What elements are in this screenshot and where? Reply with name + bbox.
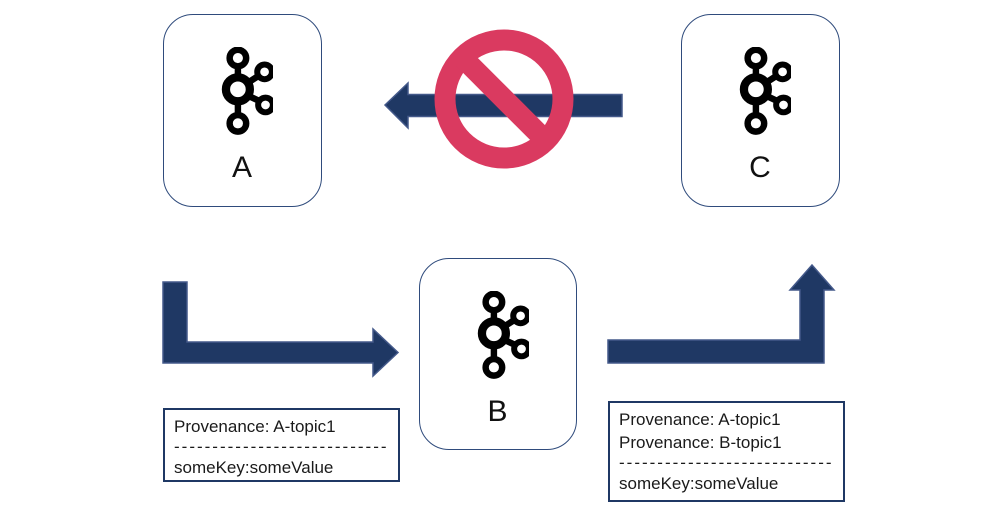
provenance-note-a: Provenance: A-topic1 -------------------…: [163, 408, 400, 482]
provenance-line: Provenance: B-topic1: [619, 433, 782, 452]
provenance-note-ab: Provenance: A-topic1 Provenance: B-topic…: [608, 401, 845, 502]
payload-line: someKey:someValue: [619, 474, 779, 493]
kafka-cluster-a: A: [163, 14, 322, 207]
kafka-cluster-b: B: [419, 258, 577, 450]
kafka-logo-icon: [221, 47, 273, 135]
kafka-logo-icon: [739, 47, 791, 135]
cluster-b-label: B: [487, 395, 509, 428]
cluster-c-label: C: [749, 151, 772, 184]
note-divider: ----------------------------: [619, 453, 834, 472]
note-divider: ----------------------------: [174, 437, 389, 456]
no-entry-icon: [434, 29, 574, 169]
kafka-logo-icon: [477, 291, 529, 379]
arrow-b-to-c-icon: [607, 263, 836, 364]
provenance-line: Provenance: A-topic1: [174, 417, 336, 436]
provenance-line: Provenance: A-topic1: [619, 410, 781, 429]
payload-line: someKey:someValue: [174, 458, 334, 477]
cluster-a-label: A: [231, 151, 253, 184]
arrow-a-to-b-icon: [162, 281, 400, 378]
kafka-cluster-c: C: [681, 14, 840, 207]
